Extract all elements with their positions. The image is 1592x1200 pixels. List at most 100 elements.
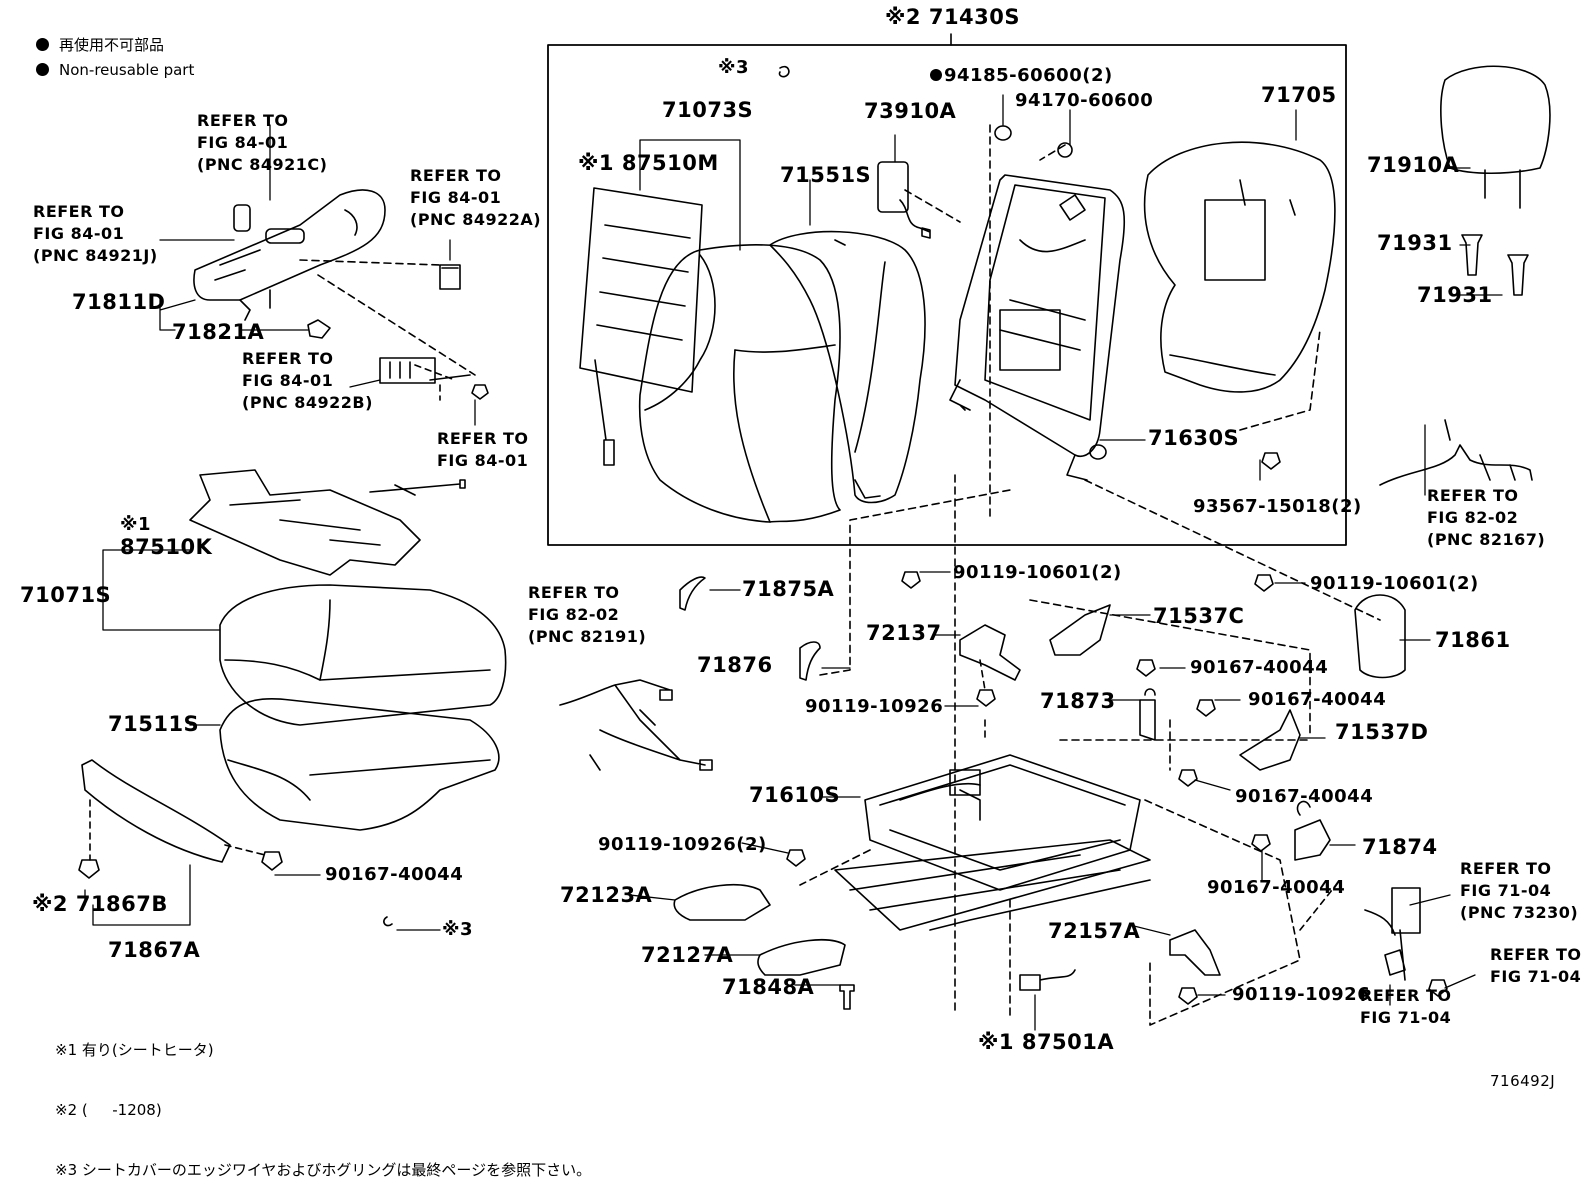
bracket-71537C xyxy=(1050,605,1110,655)
label-90167-d: 90167-40044 xyxy=(1207,877,1346,898)
headrest xyxy=(1441,66,1550,208)
headrest-guides xyxy=(1462,235,1528,295)
figure-id: 716492J xyxy=(1490,1072,1556,1090)
bolt-71821A xyxy=(308,320,330,338)
label-72123A: 72123A xyxy=(560,883,653,907)
bracket-72157A xyxy=(1170,930,1220,975)
legend-item: 再使用不可部品 xyxy=(36,33,194,58)
cover-72123A xyxy=(674,885,770,920)
footnote-1: ※1 有り(シートヒータ) xyxy=(55,1041,214,1059)
seatback-assembly-box xyxy=(548,45,1346,545)
bracket-71873 xyxy=(1140,689,1155,740)
footnotes: ※1 有り(シートヒータ) ※2 ( -1208) ※3 シートカバーのエッジワ… xyxy=(55,1000,591,1200)
label-71873: 71873 xyxy=(1040,689,1116,713)
bolt-90167-c xyxy=(1179,770,1197,786)
back-board xyxy=(1145,142,1335,392)
bolt-90167-a xyxy=(1137,660,1155,676)
label-71876: 71876 xyxy=(697,653,773,677)
label-71931-a: 71931 xyxy=(1377,231,1453,255)
non-reusable-dot-icon xyxy=(930,69,942,81)
seatback-cover xyxy=(640,245,840,522)
label-71073S: 71073S xyxy=(662,98,754,122)
wire-harness-center xyxy=(560,680,712,770)
back-heater-pad xyxy=(580,188,702,465)
label-90119-10601-left: 90119-10601(2) xyxy=(953,562,1122,583)
label-72127A: 72127A xyxy=(641,943,734,967)
bolt-93567 xyxy=(1262,453,1280,469)
label-73910A: 73910A xyxy=(864,99,957,123)
label-71610S: 71610S xyxy=(749,783,841,807)
label-90167-c: 90167-40044 xyxy=(1235,786,1374,807)
label-71867B: ※2 71867B xyxy=(32,892,168,916)
label-71537C: 71537C xyxy=(1153,604,1245,628)
exploded-parts-diagram xyxy=(0,0,1592,1099)
nut-fig71 xyxy=(1429,980,1447,996)
label-94170: 94170-60600 xyxy=(1015,90,1154,111)
bolt-90167-d xyxy=(1252,835,1270,851)
label-71537D: 71537D xyxy=(1335,720,1429,744)
non-reusable-dot-icon xyxy=(36,38,49,51)
trim-71876 xyxy=(800,642,820,680)
label-90119-10926-c: 90119-10926 xyxy=(1232,984,1371,1005)
seat-adjuster-track xyxy=(800,755,1150,1020)
cover-72127A xyxy=(758,940,845,975)
screw-fig84 xyxy=(472,385,488,399)
label-71630S: 71630S xyxy=(1148,426,1240,450)
leader-lines xyxy=(85,95,1502,1030)
label-71071S: 71071S xyxy=(20,583,112,607)
bracket-71874 xyxy=(1295,802,1330,860)
seat-side-shield xyxy=(194,190,475,375)
label-71931-b: 71931 xyxy=(1417,283,1493,307)
seat-switch-knob xyxy=(234,205,250,231)
label-87510K: 87510K xyxy=(120,535,213,559)
bracket-71537D xyxy=(1240,710,1300,770)
label-90167-b: 90167-40044 xyxy=(1248,689,1387,710)
label-71875A: 71875A xyxy=(742,577,835,601)
bolt-90119-10926b xyxy=(787,850,805,866)
legend-item: Non-reusable part xyxy=(36,58,194,83)
recliner-cover xyxy=(1355,595,1405,678)
bracket-72137 xyxy=(960,625,1020,680)
label-71821A: 71821A xyxy=(172,320,265,344)
label-71511S: 71511S xyxy=(108,712,200,736)
label-note3-a: ※3 xyxy=(718,57,750,78)
wire-87501A xyxy=(1020,970,1075,990)
hog-ring xyxy=(384,917,392,926)
wire-harness-right xyxy=(1380,420,1532,485)
label-90119-10601-right: 90119-10601(2) xyxy=(1310,573,1479,594)
label-87510K-mark: ※1 xyxy=(120,514,152,535)
label-87501A: ※1 87501A xyxy=(978,1030,1115,1054)
label-note3-b: ※3 xyxy=(442,919,474,940)
seat-switch xyxy=(440,265,460,289)
cushion-pad xyxy=(220,699,499,830)
heater-control-module xyxy=(878,162,960,238)
trim-71875A xyxy=(680,577,705,610)
label-71861: 71861 xyxy=(1435,628,1511,652)
label-87510M: ※1 87510M xyxy=(578,151,719,175)
label-90167-a: 90167-40044 xyxy=(1190,657,1329,678)
label-71705: 71705 xyxy=(1261,83,1337,107)
label-90119-10926-a: 90119-10926 xyxy=(805,696,944,717)
switch-84922B xyxy=(380,358,470,383)
clip-71848A xyxy=(840,985,854,1009)
seatback-pad xyxy=(770,232,925,503)
label-72157A: 72157A xyxy=(1048,919,1141,943)
label-93567: 93567-15018(2) xyxy=(1193,496,1362,517)
bolt-90119-10926c xyxy=(1179,988,1197,1004)
bolt-90119-left xyxy=(902,572,920,588)
label-71874: 71874 xyxy=(1362,835,1438,859)
hog-ring xyxy=(779,67,788,77)
label-71811D: 71811D xyxy=(72,290,166,314)
seatback-frame xyxy=(950,125,1124,520)
label-71848A: 71848A xyxy=(722,975,815,999)
label-72137: 72137 xyxy=(866,621,942,645)
